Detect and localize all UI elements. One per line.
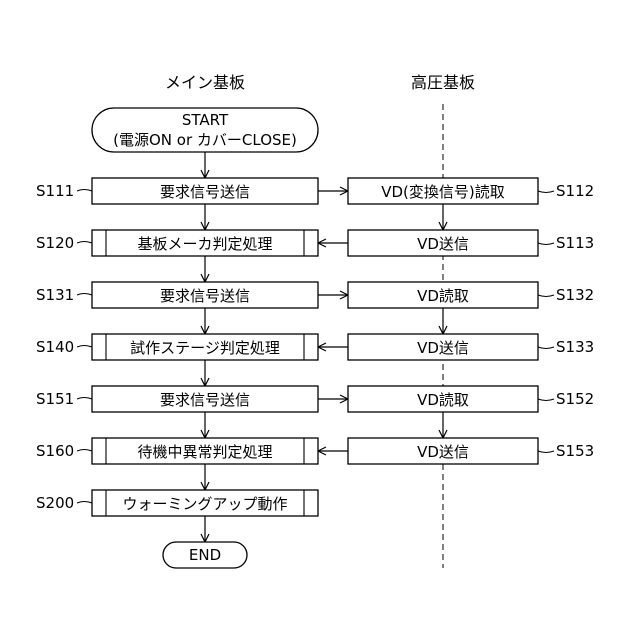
step-id-label: S153	[556, 442, 594, 460]
main-board-header: メイン基板	[165, 73, 245, 92]
start-condition: (電源ON or カバーCLOSE)	[113, 131, 297, 149]
step-s133: VD送信 S133	[348, 334, 594, 360]
step-id-label: S113	[556, 234, 594, 252]
step-id-leader	[538, 243, 554, 245]
step-id-label: S133	[556, 338, 594, 356]
step-id-leader	[538, 347, 554, 349]
step-text: 試作ステージ判定処理	[130, 339, 280, 357]
step-s140: 試作ステージ判定処理 S140	[36, 334, 318, 360]
step-id-leader	[77, 502, 92, 504]
step-text: VD送信	[417, 339, 469, 357]
high-voltage-board-header: 高圧基板	[411, 73, 475, 92]
steps-layer: 要求信号送信S111VD(変換信号)読取S112基板メーカ判定処理S120VD送…	[36, 178, 594, 516]
step-id-leader	[77, 346, 92, 348]
step-s113: VD送信 S113	[348, 230, 594, 256]
step-text: 基板メーカ判定処理	[137, 235, 272, 253]
step-s160: 待機中異常判定処理 S160	[36, 438, 318, 464]
step-id-label: S152	[556, 390, 594, 408]
step-text: VD送信	[417, 443, 469, 461]
step-s131: 要求信号送信 S131	[36, 282, 318, 308]
step-s153: VD送信 S153	[348, 438, 594, 464]
step-id-leader	[77, 450, 92, 452]
step-id-leader	[77, 242, 92, 244]
step-id-label: S200	[36, 494, 74, 512]
step-id-label: S112	[556, 182, 594, 200]
step-id-label: S140	[36, 338, 74, 356]
step-id-label: S132	[556, 286, 594, 304]
step-text: 要求信号送信	[160, 183, 250, 201]
step-s151: 要求信号送信 S151	[36, 386, 318, 412]
step-id-label: S151	[36, 390, 74, 408]
step-text: ウォーミングアップ動作	[122, 495, 287, 513]
step-s132: VD読取 S132	[348, 282, 594, 308]
step-id-label: S120	[36, 234, 74, 252]
step-id-label: S131	[36, 286, 74, 304]
step-id-leader	[538, 191, 554, 193]
step-id-leader	[77, 398, 92, 400]
cross-board-messages	[318, 191, 348, 451]
step-text: VD読取	[417, 287, 469, 305]
step-s152: VD読取 S152	[348, 386, 594, 412]
step-s112: VD(変換信号)読取 S112	[348, 178, 594, 204]
step-text: VD読取	[417, 391, 469, 409]
step-id-leader	[538, 399, 554, 401]
step-id-leader	[77, 190, 92, 192]
step-s200: ウォーミングアップ動作 S200	[36, 490, 318, 516]
step-text: 要求信号送信	[160, 287, 250, 305]
step-text: 要求信号送信	[160, 391, 250, 409]
step-text: VD(変換信号)読取	[381, 183, 505, 201]
step-text: VD送信	[417, 235, 469, 253]
step-id-leader	[538, 451, 554, 453]
step-id-label: S111	[36, 182, 74, 200]
start-label: START	[182, 111, 229, 129]
step-s111: 要求信号送信 S111	[36, 178, 318, 204]
step-s120: 基板メーカ判定処理 S120	[36, 230, 318, 256]
step-id-leader	[77, 294, 92, 296]
step-id-label: S160	[36, 442, 74, 460]
end-label: END	[189, 546, 221, 564]
step-text: 待機中異常判定処理	[137, 443, 272, 461]
step-id-leader	[538, 295, 554, 297]
